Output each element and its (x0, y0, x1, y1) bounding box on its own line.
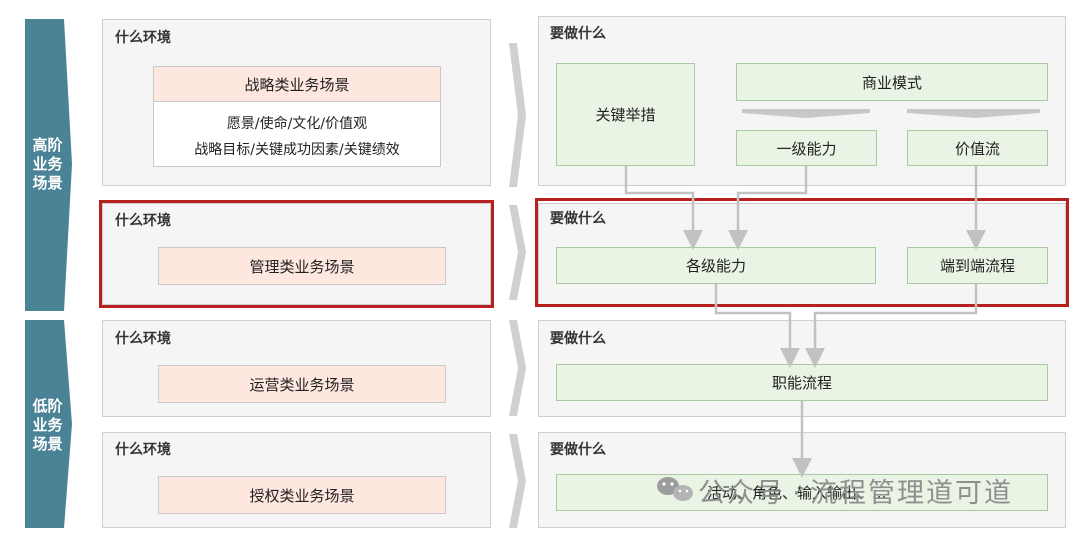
mgmt-scene-label: 管理类业务场景 (249, 257, 355, 276)
key-measures-label: 关键举措 (595, 106, 656, 124)
strategy-line-2: 战略目标/关键成功因素/关键绩效 (194, 142, 400, 158)
high-band-line-2: 业务 (32, 155, 63, 173)
capabilities-label: 各级能力 (685, 257, 746, 275)
high-band-line-3: 场景 (32, 174, 63, 192)
business-model-label: 商业模式 (861, 73, 922, 92)
mid-arrow-1 (509, 43, 526, 187)
mid-arrow-4 (509, 434, 526, 528)
low-band-line-3: 场景 (32, 435, 63, 453)
watermark-sep: · (792, 478, 803, 509)
strategy-scene-box: 战略类业务场景 (153, 66, 441, 102)
level1-capability-box: 一级能力 (736, 130, 877, 166)
function-process-label: 职能流程 (771, 374, 832, 392)
todo-title-1: 要做什么 (550, 26, 606, 42)
watermark-prefix: 公众号 (698, 478, 785, 509)
low-band-chevron (25, 320, 72, 528)
env-title-2: 什么环境 (115, 213, 171, 229)
capabilities-box: 各级能力 (556, 247, 876, 284)
mid-arrow-2 (509, 205, 526, 300)
todo-title-2: 要做什么 (550, 211, 606, 227)
high-band-label: 高阶 业务 场景 (25, 136, 70, 193)
level1-capability-label: 一级能力 (776, 139, 837, 158)
strategy-detail-box: 愿景/使命/文化/价值观 战略目标/关键成功因素/关键绩效 (153, 101, 441, 167)
mid-arrow-3 (509, 320, 526, 416)
mgmt-highlight-frame-right (535, 198, 1069, 307)
key-measures-box: 关键举措 (556, 63, 695, 166)
bm-split-right (907, 109, 1040, 118)
ops-scene-box: 运营类业务场景 (158, 365, 446, 403)
value-stream-box: 价值流 (907, 130, 1048, 166)
low-band-line-2: 业务 (32, 416, 63, 434)
high-band-line-1: 高阶 (32, 136, 63, 154)
ops-scene-label: 运营类业务场景 (249, 375, 355, 394)
function-process-box: 职能流程 (556, 364, 1048, 401)
auth-scene-box: 授权类业务场景 (158, 476, 446, 514)
todo-title-4: 要做什么 (550, 442, 606, 458)
mgmt-highlight-frame-left (99, 200, 494, 308)
bm-split-left (742, 109, 870, 118)
auth-scene-label: 授权类业务场景 (249, 486, 355, 505)
mgmt-scene-box: 管理类业务场景 (158, 247, 446, 285)
env-title-3: 什么环境 (115, 331, 171, 347)
watermark-name: 流程管理道可道 (809, 478, 1013, 509)
value-stream-label: 价值流 (954, 139, 1000, 158)
e2e-process-box: 端到端流程 (907, 247, 1048, 284)
conn-capabilities (714, 284, 800, 368)
strategy-line-1: 愿景/使命/文化/价值观 (226, 116, 368, 132)
conn-e2e (805, 284, 978, 368)
strategy-scene-label: 战略类业务场景 (244, 75, 350, 94)
conn-level1 (728, 166, 808, 250)
e2e-process-label: 端到端流程 (939, 257, 1015, 275)
watermark: 公众号 · 流程管理道可道 (698, 471, 1013, 510)
env-title-1: 什么环境 (115, 30, 171, 46)
todo-title-3: 要做什么 (550, 331, 606, 347)
high-band-chevron (25, 19, 72, 311)
low-band-line-1: 低阶 (32, 397, 63, 415)
business-model-box: 商业模式 (736, 63, 1048, 101)
env-title-4: 什么环境 (115, 442, 171, 458)
conn-key-measures (624, 166, 703, 250)
activities-label: 活动、角色、输入输出、... (707, 484, 887, 502)
low-band-label: 低阶 业务 场景 (25, 397, 70, 454)
